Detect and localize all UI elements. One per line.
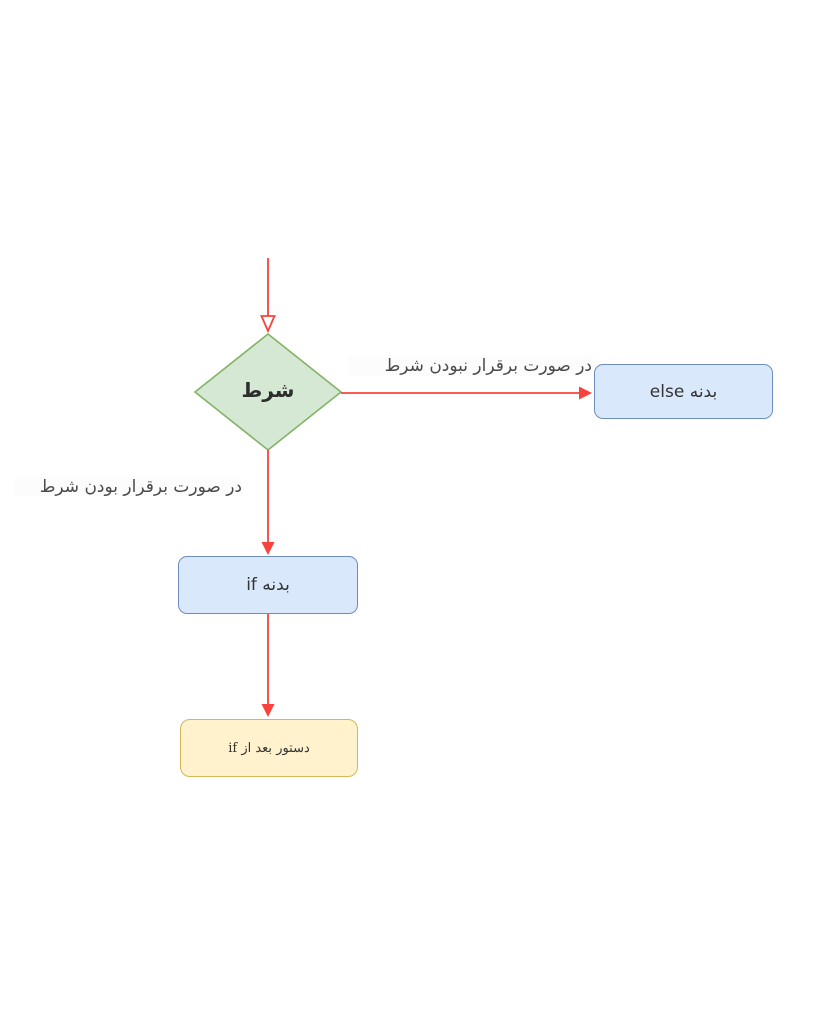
true-branch-arrowhead-icon	[261, 542, 275, 555]
if-body-node: بدنه if	[178, 556, 358, 614]
false-branch-arrowhead-icon	[579, 386, 592, 400]
true-branch-edge	[261, 450, 275, 555]
entry-edge	[260, 258, 276, 334]
sequence-arrowhead-icon	[261, 704, 275, 717]
true-branch-edge-label: در صورت برقرار بودن شرط	[14, 477, 242, 497]
condition-node-label: شرط	[241, 378, 295, 402]
after-if-node: دستور بعد از if	[180, 719, 358, 777]
false-branch-edge	[341, 386, 592, 400]
else-body-node: بدنه else	[594, 364, 773, 419]
entry-arrowhead-open-icon	[260, 315, 276, 334]
false-branch-edge-label: در صورت برقرار نبودن شرط	[348, 356, 592, 376]
sequence-edge	[261, 614, 275, 717]
